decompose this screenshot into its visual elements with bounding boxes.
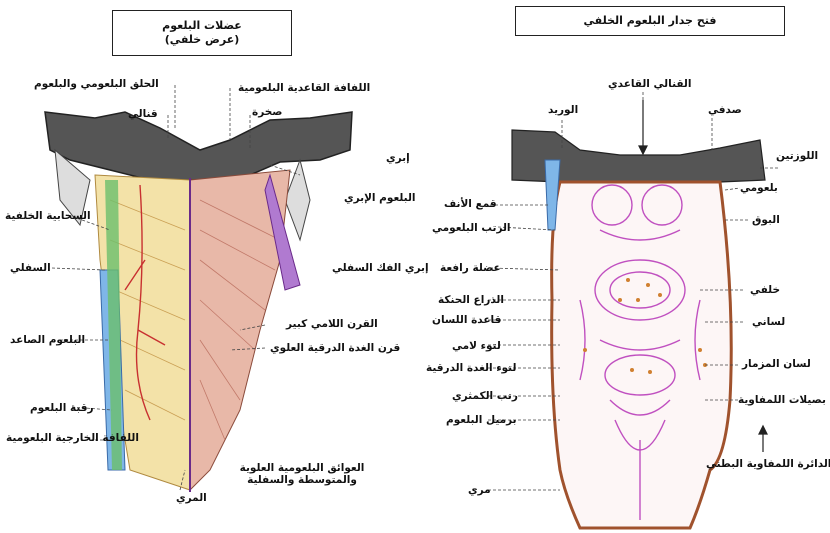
right-label-shell: صدفي [708, 104, 742, 116]
right-label-tonsils: اللوزتين [776, 150, 818, 162]
right-label-lamellae: لتوء لامي [452, 340, 501, 352]
right-label-thyroid-lamellae: لتوء الغدة الدرقية [426, 362, 516, 374]
right-label-vein: الوريد [548, 104, 578, 116]
right-label-lymphatic-ring: الدائرة اللمفاوية البطني [706, 458, 830, 470]
right-label-posterior: خلفي [750, 284, 780, 296]
right-label-pharyngeal-ridge: الرتب البلعومي [432, 222, 511, 234]
right-label-cricoid-ridge: رتب الكمثري [452, 390, 518, 402]
right-label-trumpet: البوق [752, 214, 780, 226]
right-label-levator: عضلة رافعة [440, 262, 501, 274]
right-label-nasal-opening: قمع الأنف [444, 198, 497, 210]
right-label-pharyngeal-recess: برميل البلعوم [446, 414, 517, 426]
right-label-pharyngeal: بلعومي [740, 182, 778, 194]
right-label-palatal-arch: الذراع الحنكة [438, 294, 504, 306]
right-label-lingual: لساني [752, 316, 785, 328]
right-label-basilar-canal: القنالي القاعدي [608, 78, 691, 90]
right-label-lymphatic-tissue: بصيلات اللمفاوية [738, 394, 826, 406]
right-label-esophagus: مري [468, 484, 491, 496]
right-label-epiglottis: لسان المزمار [742, 358, 811, 370]
right-label-tongue-base: قاعدة اللسان [432, 314, 501, 326]
